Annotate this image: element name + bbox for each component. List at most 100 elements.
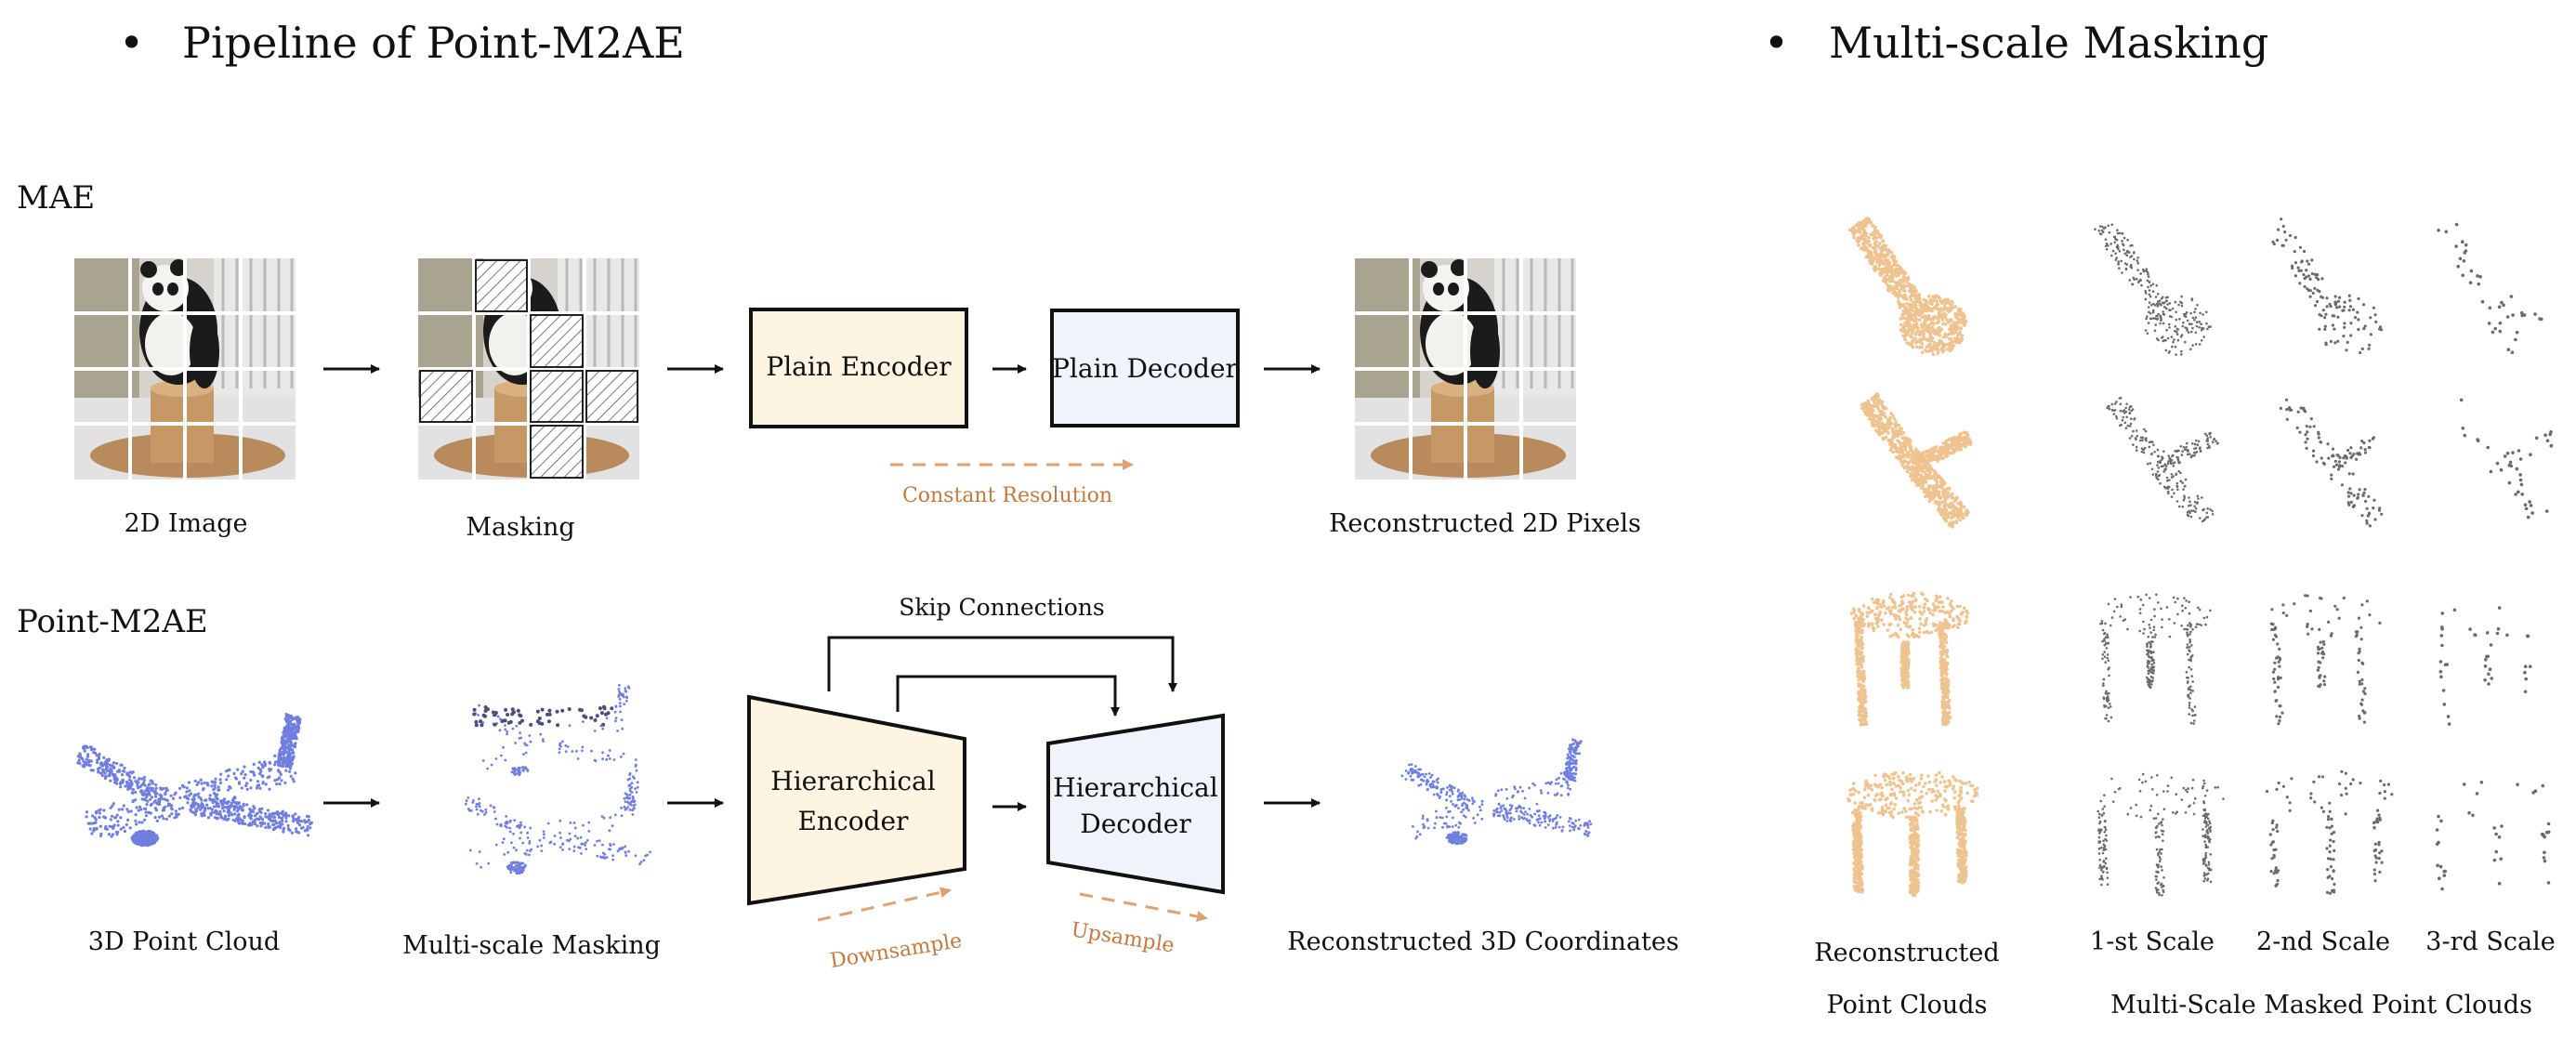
point xyxy=(2193,319,2196,322)
point xyxy=(2165,328,2168,332)
point xyxy=(123,766,126,770)
point xyxy=(2129,244,2132,247)
point xyxy=(2174,325,2177,328)
point xyxy=(1863,238,1868,242)
point xyxy=(2505,315,2510,319)
point xyxy=(2122,415,2125,419)
point xyxy=(144,807,148,811)
point xyxy=(559,819,562,822)
point xyxy=(281,812,284,816)
point xyxy=(280,779,283,783)
point xyxy=(526,836,530,839)
point xyxy=(1888,415,1892,420)
point xyxy=(587,821,591,824)
point xyxy=(1573,779,1577,783)
point xyxy=(1445,791,1449,794)
point xyxy=(2477,282,2480,286)
point xyxy=(155,792,159,796)
point xyxy=(1523,796,1527,800)
point xyxy=(134,790,138,795)
point xyxy=(2147,322,2150,324)
point xyxy=(1418,833,1422,836)
point xyxy=(542,836,545,839)
point xyxy=(2177,505,2181,508)
point xyxy=(2157,312,2160,316)
point xyxy=(164,797,167,802)
point xyxy=(245,787,249,791)
point xyxy=(82,759,85,763)
point xyxy=(1540,791,1544,795)
point xyxy=(290,756,294,760)
point xyxy=(147,838,151,842)
point xyxy=(1876,402,1880,407)
point xyxy=(1875,429,1880,434)
point xyxy=(1956,441,1960,446)
point xyxy=(109,818,112,822)
point xyxy=(1925,309,1929,313)
point xyxy=(2458,256,2463,261)
point xyxy=(521,869,525,873)
point xyxy=(601,704,606,709)
point xyxy=(601,843,604,847)
point xyxy=(271,811,275,816)
point xyxy=(472,707,477,712)
point xyxy=(1890,444,1894,448)
point xyxy=(291,820,296,823)
point xyxy=(483,813,486,816)
point xyxy=(2299,269,2303,272)
point xyxy=(508,864,512,868)
point xyxy=(276,811,280,815)
m2ae-row-label: Point-M2AE xyxy=(17,603,208,640)
reconstructed-point-cloud xyxy=(1400,738,1593,846)
point xyxy=(1454,823,1458,827)
point xyxy=(281,822,284,826)
point xyxy=(286,751,290,755)
point xyxy=(2162,302,2165,305)
point xyxy=(605,856,609,859)
point xyxy=(267,825,270,830)
point xyxy=(547,719,551,724)
point xyxy=(472,712,477,717)
point xyxy=(2201,326,2203,330)
point xyxy=(196,806,200,809)
point xyxy=(200,782,204,785)
point xyxy=(93,816,97,820)
point xyxy=(2188,322,2191,325)
point xyxy=(2363,324,2367,328)
point xyxy=(2343,325,2346,329)
point xyxy=(540,707,545,712)
point xyxy=(1523,817,1526,820)
point xyxy=(2166,303,2169,306)
point xyxy=(300,826,304,830)
point xyxy=(155,819,159,823)
point xyxy=(1910,456,1914,460)
point xyxy=(576,757,580,760)
point xyxy=(2310,258,2314,262)
point xyxy=(524,751,528,755)
point xyxy=(126,809,130,814)
point xyxy=(273,754,277,757)
skip-connection-outer xyxy=(827,636,1177,692)
point xyxy=(564,750,568,754)
point xyxy=(1540,821,1544,824)
point xyxy=(170,808,174,811)
point xyxy=(2368,343,2372,347)
point xyxy=(1410,769,1413,772)
point xyxy=(292,751,296,755)
point xyxy=(1918,346,1922,349)
point xyxy=(1947,438,1951,441)
point xyxy=(1559,771,1563,775)
point xyxy=(1457,788,1460,792)
point xyxy=(1918,304,1922,308)
point xyxy=(147,791,151,795)
point xyxy=(1925,338,1929,342)
point xyxy=(240,786,243,790)
point xyxy=(1563,778,1566,781)
point xyxy=(2325,296,2329,300)
point xyxy=(1962,322,1965,326)
point xyxy=(2329,304,2333,309)
point xyxy=(510,770,514,774)
point xyxy=(102,756,106,759)
point xyxy=(288,767,293,770)
point xyxy=(99,808,102,811)
